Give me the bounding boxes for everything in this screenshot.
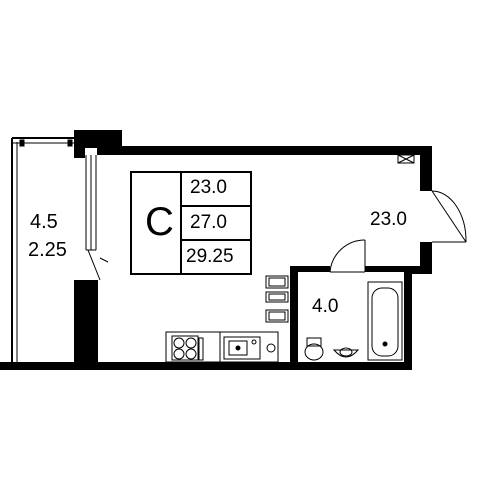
apartment-type-letter: C: [145, 200, 174, 244]
vent-icon: [397, 154, 415, 164]
main-room-area: 23.0: [370, 209, 407, 230]
stove-icon: [173, 337, 197, 360]
washbasin-icon: [332, 347, 360, 358]
kitchen-counter: [165, 331, 279, 363]
bathtub-icon: [367, 281, 403, 361]
bathroom-door: [329, 239, 366, 273]
entrance-door: [431, 190, 467, 243]
sink-icon: [223, 336, 261, 360]
window: [85, 155, 109, 281]
balcony-area: 4.5: [30, 211, 58, 233]
bathroom-area: 4.0: [312, 296, 339, 317]
kitchen-appliance-icon: [266, 343, 276, 353]
shelving: [265, 275, 289, 323]
balcony: [11, 137, 75, 366]
area-total: 27.0: [190, 212, 227, 233]
toilet-icon: [304, 337, 324, 361]
walls: [0, 130, 432, 370]
balcony-reduced-area: 2.25: [28, 239, 67, 261]
area-living: 23.0: [190, 177, 227, 198]
area-total-with-balcony: 29.25: [186, 246, 234, 267]
apartment-badge: [130, 171, 252, 275]
